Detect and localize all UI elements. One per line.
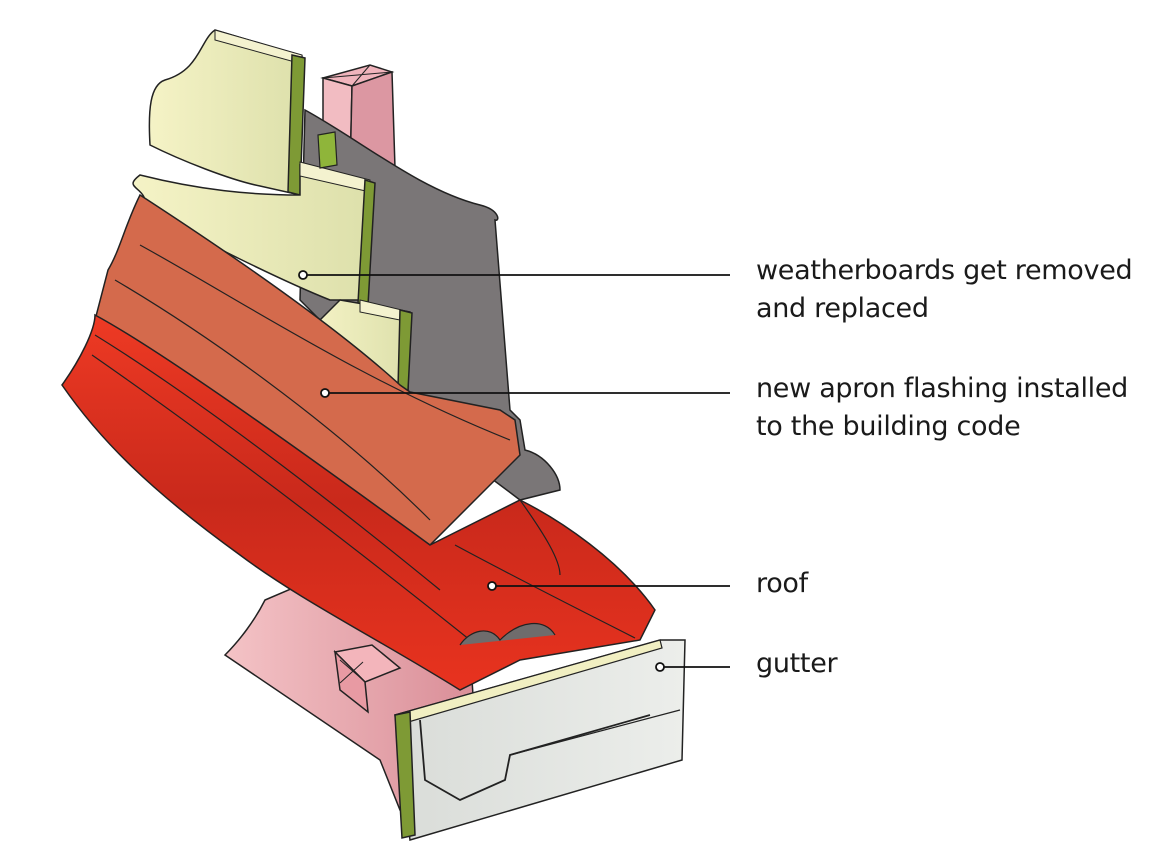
gutter [394,622,686,841]
label-gutter: gutter [756,645,838,683]
label-roof-line-1: roof [756,568,808,599]
roof-sheet [61,313,656,691]
leader-apron [320,388,730,398]
label-apron-line-2: to the building code [756,411,1021,442]
weatherboards [132,29,413,391]
label-weatherboards: weatherboards get removed and replaced [756,252,1133,328]
label-apron-flashing: new apron flashing installed to the buil… [756,370,1128,446]
label-apron-line-1: new apron flashing installed [756,373,1129,404]
label-roof: roof [756,565,808,603]
label-gutter-line-1: gutter [756,648,838,679]
leader-roof [487,581,730,591]
leader-lines [298,270,730,672]
leader-weatherboards [298,270,730,280]
leader-gutter [655,662,730,672]
label-weatherboards-line-1: weatherboards get removed [756,255,1133,286]
label-weatherboards-line-2: and replaced [756,293,929,324]
